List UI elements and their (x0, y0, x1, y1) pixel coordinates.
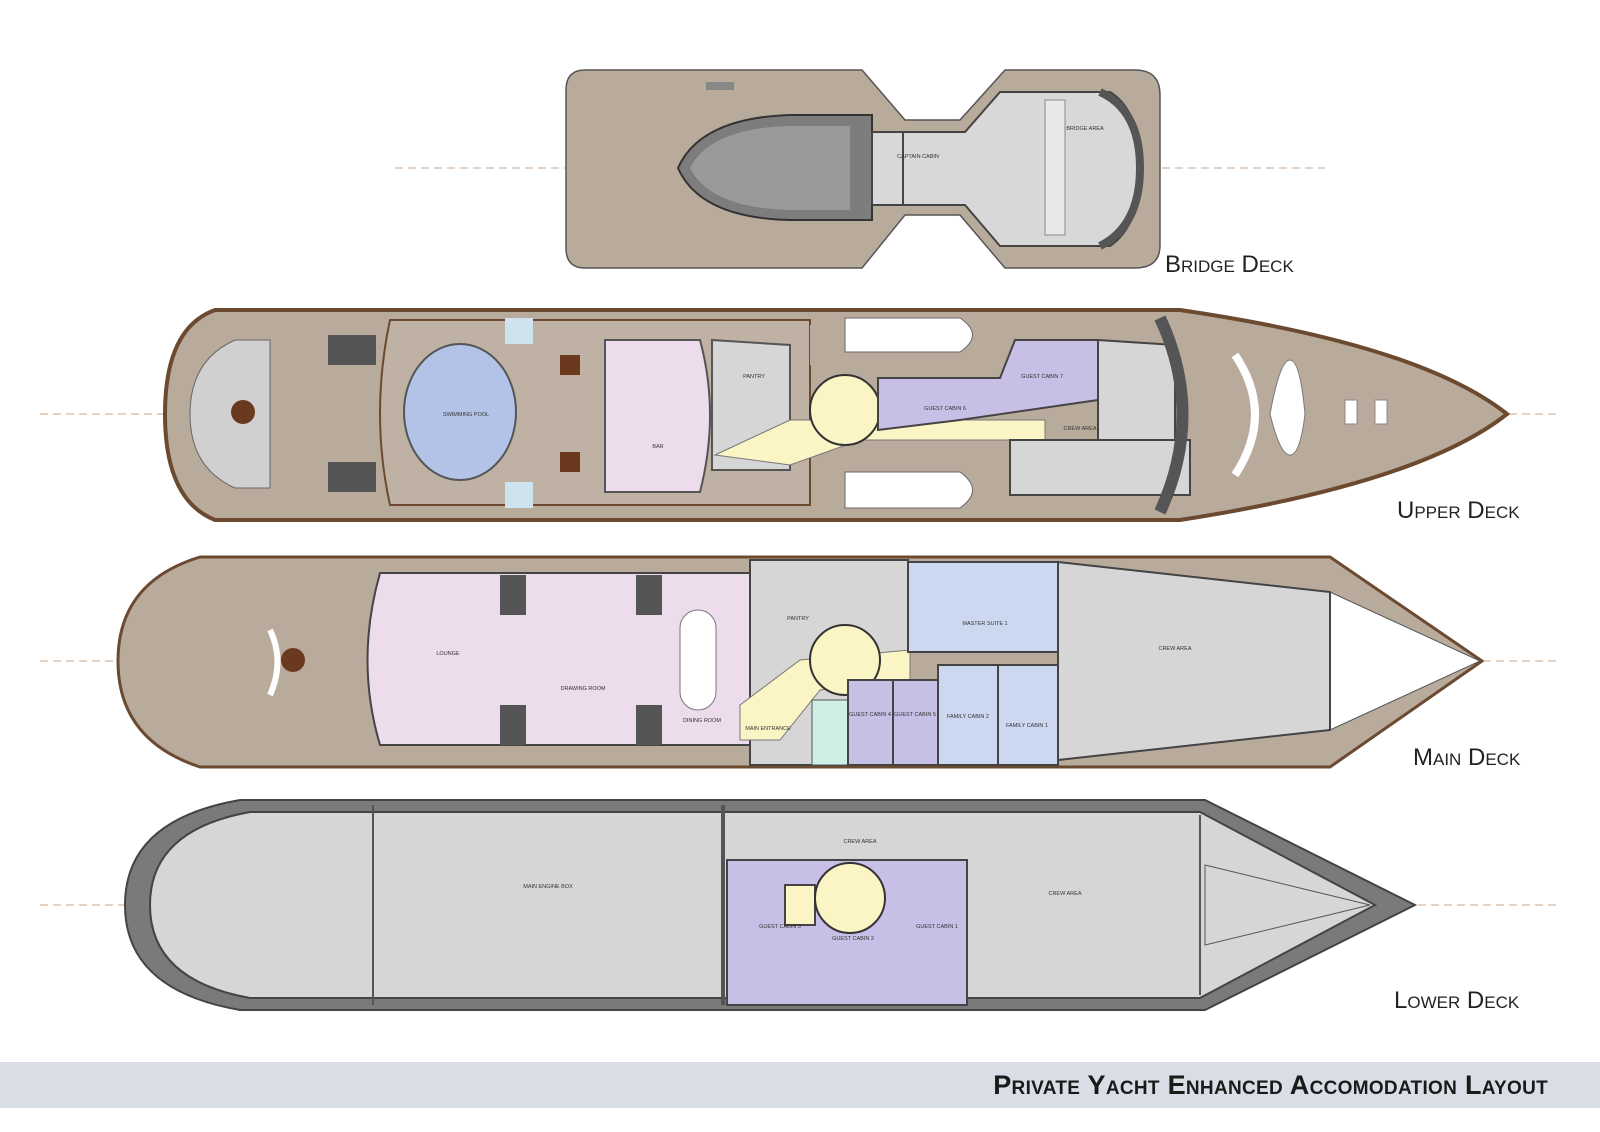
centerlines (40, 167, 1560, 906)
upper-deck-label: Upper Deck (1397, 497, 1520, 524)
room-label: FAMILY CABIN 2 (947, 714, 989, 720)
room-label: BAR (652, 444, 663, 450)
room-label: GUEST CABIN 7 (1021, 374, 1063, 380)
upper-deck-plan: SWIMMING POOL BAR PANTRY GUEST CABIN 6 G… (162, 308, 1511, 522)
room-label: LOUNGE (436, 651, 460, 657)
footer-bar: Private Yacht Enhanced Accomodation Layo… (0, 1062, 1600, 1108)
room-label: CREW AREA (1048, 891, 1081, 897)
room-label: GUEST CABIN 4 (849, 712, 891, 718)
room-label: PANTRY (787, 616, 809, 622)
bridge-deck-plan: CAPTAIN CABIN BRIDGE AREA (565, 69, 1161, 269)
lower-deck-plan: MAIN ENGINE BOX CREW AREA CREW AREA GUES… (123, 799, 1418, 1011)
room-label: BRIDGE AREA (1066, 126, 1104, 132)
main-deck-label: Main Deck (1413, 744, 1521, 771)
page-title: Private Yacht Enhanced Accomodation Layo… (993, 1070, 1548, 1100)
room-label: MASTER SUITE 1 (962, 621, 1007, 627)
room-label: MAIN ENGINE BOX (523, 884, 573, 890)
main-deck-plan: LOUNGE DRAWING ROOM DINING ROOM PANTRY M… (116, 555, 1485, 769)
room-label: GUEST CABIN 2 (832, 936, 874, 942)
bridge-deck-label: Bridge Deck (1165, 251, 1294, 278)
room-label: GUEST CABIN 1 (916, 924, 958, 930)
room-label: CREW AREA (843, 839, 876, 845)
room-label: DINING ROOM (683, 718, 721, 724)
room-label: CAPTAIN CABIN (897, 154, 939, 160)
room-label: FAMILY CABIN 1 (1006, 723, 1048, 729)
room-label: GUEST CABIN 3 (759, 924, 801, 930)
room-label: PANTRY (743, 374, 765, 380)
lower-deck-label: Lower Deck (1394, 987, 1520, 1014)
room-label: DRAWING ROOM (560, 686, 605, 692)
room-label: GUEST CABIN 6 (924, 406, 966, 412)
room-label: GUEST CABIN 5 (894, 712, 936, 718)
room-label: CREW AREA (1158, 646, 1191, 652)
room-label: CREW AREA (1063, 426, 1096, 432)
room-label: MAIN ENTRANCE (745, 726, 791, 732)
room-label: SWIMMING POOL (443, 412, 489, 418)
